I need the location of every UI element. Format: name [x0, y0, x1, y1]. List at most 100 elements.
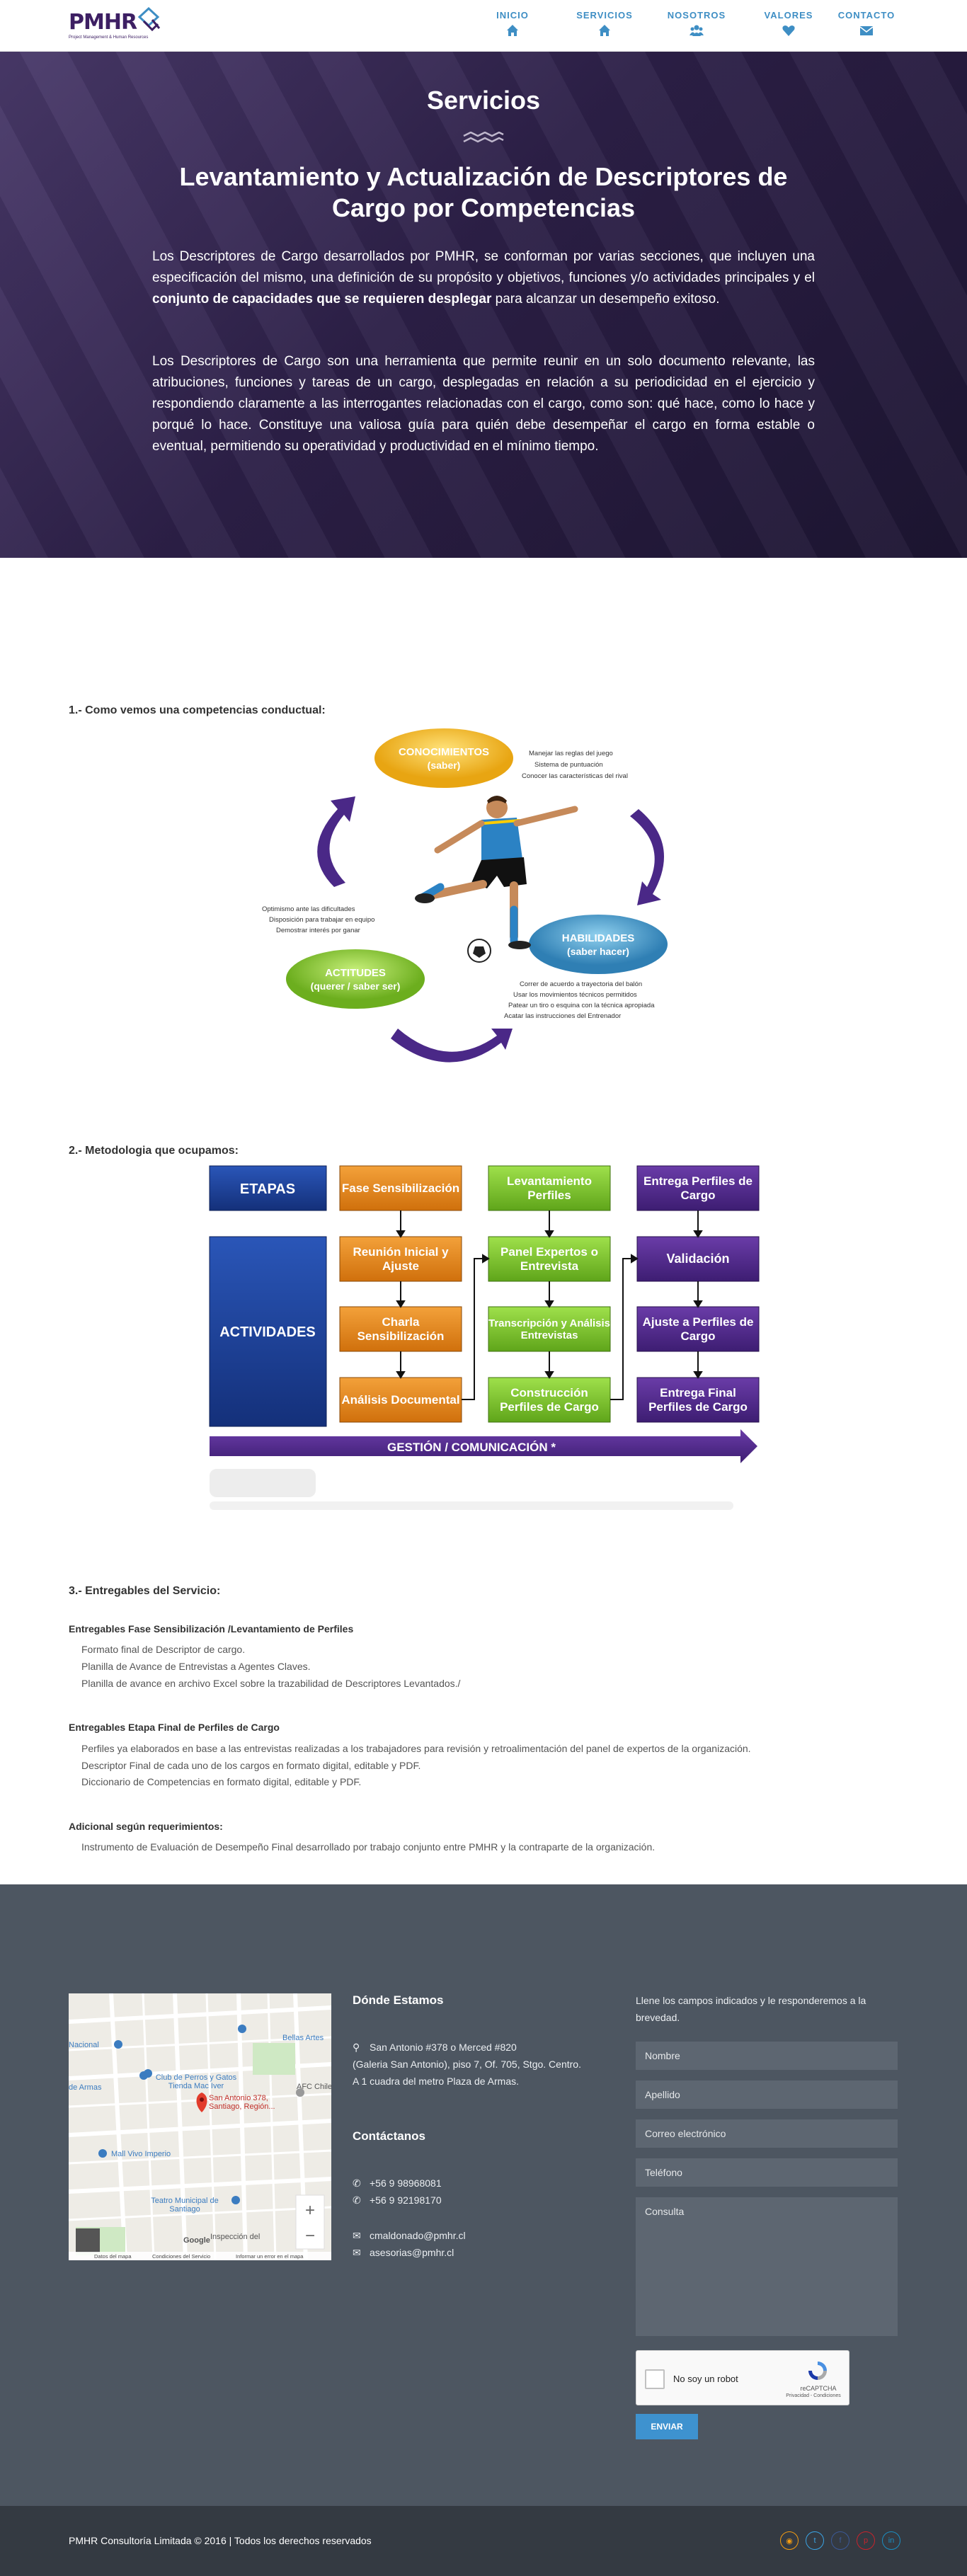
phone-icon: ✆ [353, 2177, 361, 2189]
habilidades-item: Patear un tiro o esquina con la técnica … [508, 1002, 655, 1009]
habilidades-item: Usar los movimientos técnicos permitidos [513, 991, 637, 999]
actitudes-item: Optimismo ante las dificultades [262, 905, 355, 913]
map-label: Club de Perros y Gatos Tienda Mac Iver [155, 2073, 237, 2090]
recaptcha-label: No soy un robot [673, 2374, 738, 2384]
map-label: Teatro Municipal de Santiago [151, 2197, 219, 2214]
telefono-field[interactable]: Teléfono [636, 2158, 898, 2187]
hero-paragraph-2: Los Descriptores de Cargo son una herram… [152, 354, 815, 454]
competencias-diagram: CONOCIMIENTOS (saber) HABILIDADES (saber… [256, 724, 711, 1095]
logo[interactable]: PMHR Project Management & Human Resource… [69, 7, 168, 45]
gestion-arrow [210, 1429, 757, 1463]
actitudes-title: ACTITUDES [325, 967, 386, 979]
cycle-arrow-icon [317, 796, 664, 1063]
conocimientos-item: Sistema de puntuación [534, 761, 603, 769]
map-label: Nacional [69, 2041, 99, 2049]
recaptcha-brand: reCAPTCHA [800, 2385, 837, 2392]
map-label: Mall Vivo Imperio [111, 2150, 171, 2158]
linkedin-icon[interactable]: in [882, 2531, 900, 2550]
heart-icon [782, 25, 795, 36]
map-footer-link[interactable]: Datos del mapa [94, 2253, 132, 2260]
actitudes-ellipse [286, 949, 425, 1009]
envelope-icon [859, 26, 874, 35]
apellido-field[interactable]: Apellido [636, 2080, 898, 2109]
phones-block: ✆ +56 9 98968081 ✆ +56 9 92198170 [353, 2175, 442, 2209]
consulta-textarea[interactable]: Consulta [636, 2197, 898, 2336]
nav-label: VALORES [764, 10, 813, 21]
satellite-toggle[interactable] [76, 2228, 100, 2252]
footer: Bellas Artes Nacional AFC Chile Club de … [0, 1884, 967, 2506]
phone-text: +56 9 98968081 [370, 2177, 442, 2189]
activity-box: Charla Sensibilización [357, 1315, 445, 1343]
recaptcha-links[interactable]: Privacidad - Condiciones [786, 2393, 841, 2398]
map-footer-link[interactable]: Informar un error en el mapa [236, 2253, 304, 2260]
email-line[interactable]: ✉asesorias@pmhr.cl [353, 2244, 466, 2261]
phone-text: +56 9 92198170 [370, 2194, 442, 2206]
hero-subtitle: Levantamiento y Actualización de Descrip… [179, 162, 788, 222]
map-label: Bellas Artes [282, 2034, 324, 2042]
nombre-field[interactable]: Nombre [636, 2042, 898, 2070]
nav-inicio[interactable]: INICIO [467, 10, 559, 38]
actitudes-sub: (querer / saber ser) [311, 980, 401, 992]
conocimientos-title: CONOCIMIENTOS [399, 746, 489, 758]
twitter-icon[interactable]: t [806, 2531, 824, 2550]
activity-box: Panel Expertos o Entrevista [500, 1244, 598, 1273]
nav-label: NOSOTROS [667, 10, 726, 21]
section-1-heading: 1.- Como vemos una competencias conductu… [69, 704, 326, 716]
entregables-group-title: Adicional según requerimientos: [69, 1821, 223, 1832]
recaptcha-checkbox[interactable] [645, 2369, 665, 2389]
map-marker-icon: ⚲ [353, 2042, 360, 2053]
email-line[interactable]: ✉cmaldonado@pmhr.cl [353, 2227, 466, 2244]
logo-mark-icon [137, 7, 161, 32]
submit-button[interactable]: ENVIAR [636, 2414, 698, 2439]
nav-valores[interactable]: VALORES [743, 10, 835, 38]
site-header: PMHR Project Management & Human Resource… [0, 0, 967, 52]
conocimientos-sub: (saber) [428, 760, 461, 771]
map-label: Google [183, 2236, 210, 2245]
actividades-label: ACTIVIDADES [219, 1324, 316, 1340]
nav-contacto[interactable]: CONTACTO [835, 10, 898, 38]
phone-icon: ✆ [353, 2194, 361, 2206]
entrega-perfiles-box: Entrega Perfiles de Cargo [643, 1174, 753, 1202]
rss-icon[interactable]: ◉ [780, 2531, 799, 2550]
map-pin-icon [196, 2093, 207, 2112]
list-item: Planilla de avance en archivo Excel sobr… [81, 1678, 461, 1689]
phone-line[interactable]: ✆ +56 9 98968081 [353, 2175, 442, 2192]
section-3-heading: 3.- Entregables del Servicio: [69, 1585, 221, 1597]
hero-paragraph-1: Los Descriptores de Cargo desarrollados … [152, 246, 815, 310]
flow-arrows [396, 1210, 703, 1400]
recaptcha-widget: No soy un robot reCAPTCHA Privacidad - C… [636, 2350, 849, 2405]
main-nav: INICIO SERVICIOS NOSOTROS VALORES CONTAC… [467, 10, 898, 38]
logo-text: PMHR [69, 10, 137, 35]
zoom-in-button[interactable]: + [305, 2201, 315, 2220]
email-field[interactable]: Correo electrónico [636, 2119, 898, 2148]
entregables-group-title: Entregables Fase Sensibilización /Levant… [69, 1623, 354, 1635]
soccer-player-illustration [415, 796, 578, 963]
facebook-icon[interactable]: f [831, 2531, 849, 2550]
entregables-group-title: Entregables Etapa Final de Perfiles de C… [69, 1722, 280, 1733]
nav-label: SERVICIOS [576, 10, 633, 21]
nav-nosotros[interactable]: NOSOTROS [651, 10, 743, 38]
zigzag-divider-icon [463, 132, 504, 143]
activity-box: Transcripción y Análisis Entrevistas [488, 1317, 610, 1341]
habilidades-ellipse [529, 915, 668, 974]
map-label: Inspección del [210, 2233, 260, 2241]
map-footer-link[interactable]: Condiciones del Servicio [152, 2253, 210, 2260]
map-pin-label: San Antonio 378, Santiago, Región... [209, 2094, 275, 2111]
zoom-out-button[interactable]: − [305, 2226, 315, 2245]
activity-box: Validación [666, 1252, 730, 1266]
pinterest-icon[interactable]: p [857, 2531, 875, 2550]
habilidades-title: HABILIDADES [562, 932, 635, 944]
nav-servicios[interactable]: SERVICIOS [559, 10, 651, 38]
location-map[interactable]: Bellas Artes Nacional AFC Chile Club de … [69, 1993, 331, 2260]
gestion-label: GESTIÓN / COMUNICACIÓN * [387, 1441, 556, 1454]
map-canvas: Bellas Artes Nacional AFC Chile Club de … [69, 1993, 331, 2260]
hero-text: para alcanzar un desempeño exitoso. [491, 292, 720, 307]
hero-section: Servicios Levantamiento y Actualización … [0, 52, 967, 558]
list-item: Perfiles ya elaborados en base a las ent… [81, 1743, 751, 1754]
phone-line[interactable]: ✆ +56 9 92198170 [353, 2192, 442, 2209]
list-item: Formato final de Descriptor de cargo. [81, 1644, 246, 1655]
list-item: Diccionario de Competencias en formato d… [81, 1776, 362, 1787]
page-title: Servicios [426, 86, 541, 115]
envelope-icon: ✉ [353, 2247, 361, 2258]
habilidades-item: Acatar las instrucciones del Entrenador [504, 1012, 621, 1020]
